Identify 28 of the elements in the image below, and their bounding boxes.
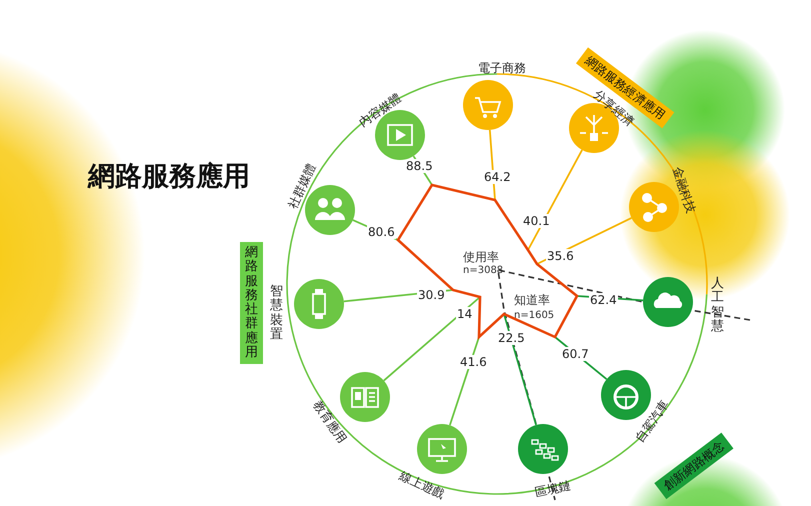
- sample-size-label: n=1605: [514, 311, 554, 321]
- rate-label: 知道率: [514, 294, 550, 306]
- value-label: 62.4: [589, 293, 618, 307]
- category-label: 區塊鏈: [534, 479, 572, 499]
- value-label: 22.5: [497, 331, 526, 345]
- rate-label: 使用率: [463, 251, 499, 263]
- category-tag: 網路服務社群應用: [240, 242, 263, 364]
- value-label: 35.6: [546, 249, 575, 263]
- value-label: 60.7: [561, 347, 590, 361]
- value-label: 40.1: [522, 214, 551, 228]
- value-label: 64.2: [483, 170, 512, 184]
- spoke-line: [383, 296, 481, 382]
- title: 網路服務應用: [88, 160, 250, 194]
- value-label: 14: [456, 307, 474, 321]
- value-label: 80.6: [367, 225, 396, 239]
- category-label: 電子商務: [478, 62, 526, 74]
- value-label: 41.6: [459, 355, 488, 369]
- spoke-line: [503, 314, 537, 426]
- category-label: 教育應用: [311, 398, 349, 446]
- category-label: 人工智慧: [711, 277, 724, 334]
- category-label: 社群媒體: [286, 162, 318, 210]
- category-label: 金融科技: [670, 165, 698, 215]
- category-label: 智慧裝置: [270, 285, 283, 342]
- value-label: 30.9: [417, 288, 446, 302]
- category-label: 內容媒體: [356, 91, 404, 129]
- category-label: 線上遊戲: [398, 469, 446, 501]
- sample-size-label: n=3088: [463, 266, 504, 276]
- value-label: 88.5: [405, 159, 434, 173]
